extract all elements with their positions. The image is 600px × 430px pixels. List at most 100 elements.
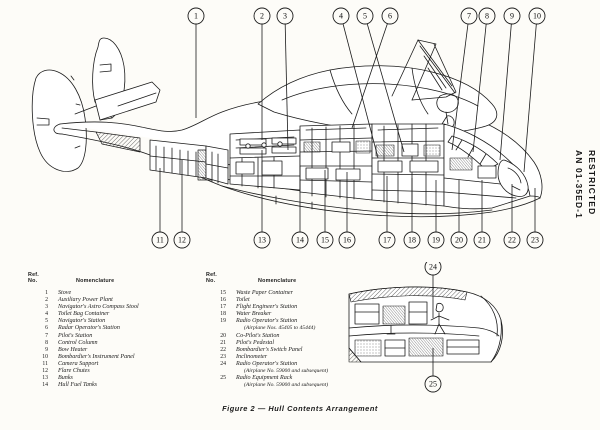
legend-item-number: 18 xyxy=(220,311,226,318)
callout-15: 15 xyxy=(316,170,334,249)
legend-item-note: (Airplane No. 59000 and subsequent) xyxy=(244,382,329,389)
callout-24: 24 xyxy=(424,262,442,318)
hull-chine-detail xyxy=(221,185,493,215)
callout-3: 3 xyxy=(276,7,294,151)
legend-item-number: 12 xyxy=(42,368,48,375)
legend-item-number: 1 xyxy=(45,290,48,296)
callout-number: 24 xyxy=(429,263,437,272)
legend-item-number: 15 xyxy=(220,290,226,296)
callout-bubble xyxy=(460,7,478,25)
callout-bubble xyxy=(291,231,309,249)
legend-item-number: 10 xyxy=(42,353,48,360)
ref-line-2: No. xyxy=(28,278,38,285)
legend-nomenclature-header: Nomenclature xyxy=(258,278,297,284)
callout-bubble xyxy=(276,7,294,25)
legend-item-label: Radio Operator's Station xyxy=(236,318,298,325)
legend-item-number: 5 xyxy=(45,318,48,325)
legend-item-number: 25 xyxy=(220,375,226,382)
legend-item-number: 3 xyxy=(45,304,48,311)
callout-leader-line xyxy=(472,15,488,153)
ref-line-1: Ref. xyxy=(28,272,39,278)
legend-item-number: 4 xyxy=(45,311,48,318)
callout-number: 17 xyxy=(383,236,391,245)
legend-item-number: 13 xyxy=(42,375,48,382)
callout-bubble xyxy=(187,7,205,25)
legend-item-label: Bombardier's Switch Panel xyxy=(236,346,303,353)
legend-item: 18 Water Breaker xyxy=(206,311,356,318)
legend-item-note: (Airplane Nos. 45405 to 45444) xyxy=(244,325,316,332)
tail-fin-left xyxy=(31,69,87,172)
legend-item-label: Bow Heater xyxy=(58,346,88,353)
legend-item-number: 7 xyxy=(45,332,48,339)
legend-item-label: Hull Fuel Tanks xyxy=(58,382,98,389)
callout-bubble xyxy=(338,231,356,249)
legend-item-label: Flight Engineer's Station xyxy=(236,304,298,311)
legend-item-number: 16 xyxy=(220,297,226,304)
callout-9: 9 xyxy=(499,7,521,161)
callout-bubble xyxy=(381,7,399,25)
callout-bubble xyxy=(151,231,169,249)
legend-nomenclature-header: Nomenclature xyxy=(76,278,115,284)
legend-item-number: 23 xyxy=(220,353,226,360)
legend-header-right: Ref. No. Nomenclature xyxy=(206,272,356,290)
legend-item-number: 8 xyxy=(45,339,48,346)
legend-item-number: 14 xyxy=(42,382,48,389)
legend-item-note: (Airplane No. 59000 and subsequent) xyxy=(244,368,329,375)
callout-18: 18 xyxy=(403,178,421,249)
classification-marking: RESTRICTED xyxy=(587,150,597,216)
callout-bubble xyxy=(332,7,350,25)
callout-leader-line xyxy=(340,15,379,159)
legend-item-label: Stove xyxy=(58,290,72,296)
legend-item-label: Bombardier's Instrument Panel xyxy=(58,353,135,360)
callout-number: 21 xyxy=(478,236,486,245)
legend-header-left: Ref. No. Nomenclature xyxy=(28,272,203,290)
callout-bubble xyxy=(253,7,271,25)
callout-11: 11 xyxy=(151,168,169,249)
callout-number: 20 xyxy=(455,236,463,245)
callout-number: 9 xyxy=(510,12,514,21)
legend-item-label: Toilet xyxy=(236,297,250,304)
legend-item-label: Water Breaker xyxy=(236,311,272,318)
interior-flight-deck xyxy=(299,123,373,201)
callout-leader-line xyxy=(351,15,391,129)
legend-item-label: Inclinometer xyxy=(236,353,268,360)
legend-item-number: 11 xyxy=(42,360,48,367)
legend-item: 15 Waste Paper Container xyxy=(206,290,356,297)
callout-bubble xyxy=(378,231,396,249)
cockpit-and-nose xyxy=(443,123,541,210)
figure-caption: Figure 2 — Hull Contents Arrangement xyxy=(222,404,378,413)
ref-line-1: Ref. xyxy=(206,272,217,278)
ref-line-2: No. xyxy=(206,278,216,285)
legend-ref-no-header: Ref. No. xyxy=(206,272,217,285)
callout-number: 4 xyxy=(339,12,343,21)
callout-21: 21 xyxy=(473,180,491,249)
callout-14: 14 xyxy=(291,166,309,249)
legend-item-number: 20 xyxy=(220,332,226,339)
callout-number: 7 xyxy=(467,12,471,21)
horizontal-stabilizer xyxy=(74,81,161,121)
legend-item: 23 Inclinometer xyxy=(206,354,356,361)
legend-item-number: 21 xyxy=(220,339,226,346)
callout-bubble xyxy=(503,7,521,25)
callout-bubble xyxy=(503,231,521,249)
legend-item-label: Waste Paper Container xyxy=(236,290,293,296)
callout-bubble xyxy=(356,7,374,25)
